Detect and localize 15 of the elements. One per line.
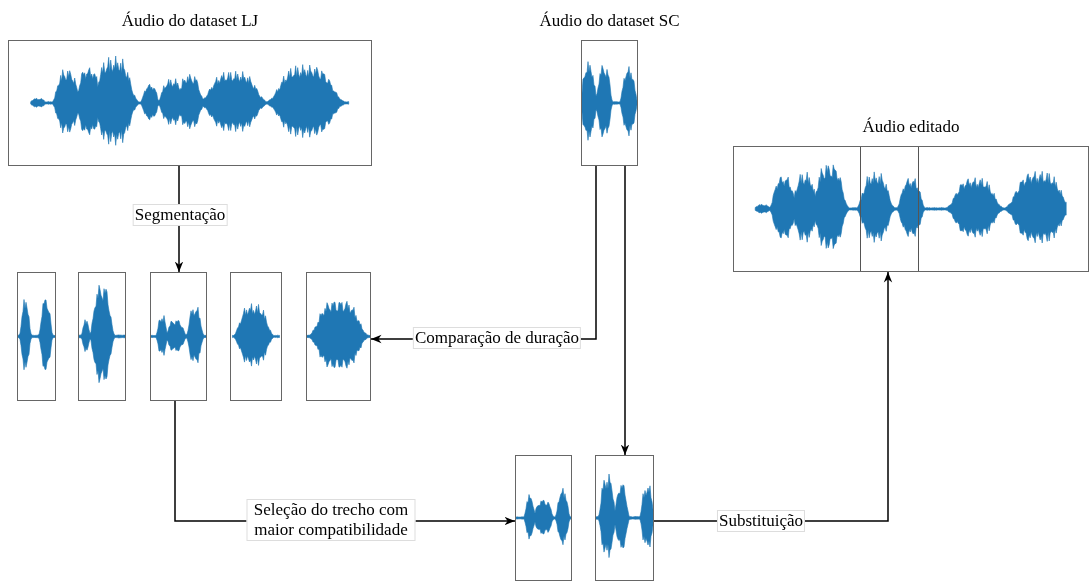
edge-label: Segmentação: [132, 204, 228, 226]
panel-heading: Áudio editado: [861, 117, 961, 137]
waveform-panel: [150, 272, 207, 401]
waveform-panel: [17, 272, 56, 401]
edge-label: Seleção do trecho com maior compatibilidade: [246, 499, 416, 541]
waveform-panel: [306, 272, 371, 401]
edge-label: Substituição: [716, 510, 806, 532]
panel-heading: Áudio do dataset LJ: [120, 11, 260, 31]
waveform-panel: [230, 272, 282, 401]
waveform-panel: [595, 455, 654, 581]
panel-heading: Áudio do dataset SC: [538, 11, 681, 31]
arrow: [620, 165, 630, 456]
waveform-panel: [515, 455, 572, 581]
edge-label: Comparação de duração: [412, 327, 582, 349]
waveform-panel: [78, 272, 126, 401]
